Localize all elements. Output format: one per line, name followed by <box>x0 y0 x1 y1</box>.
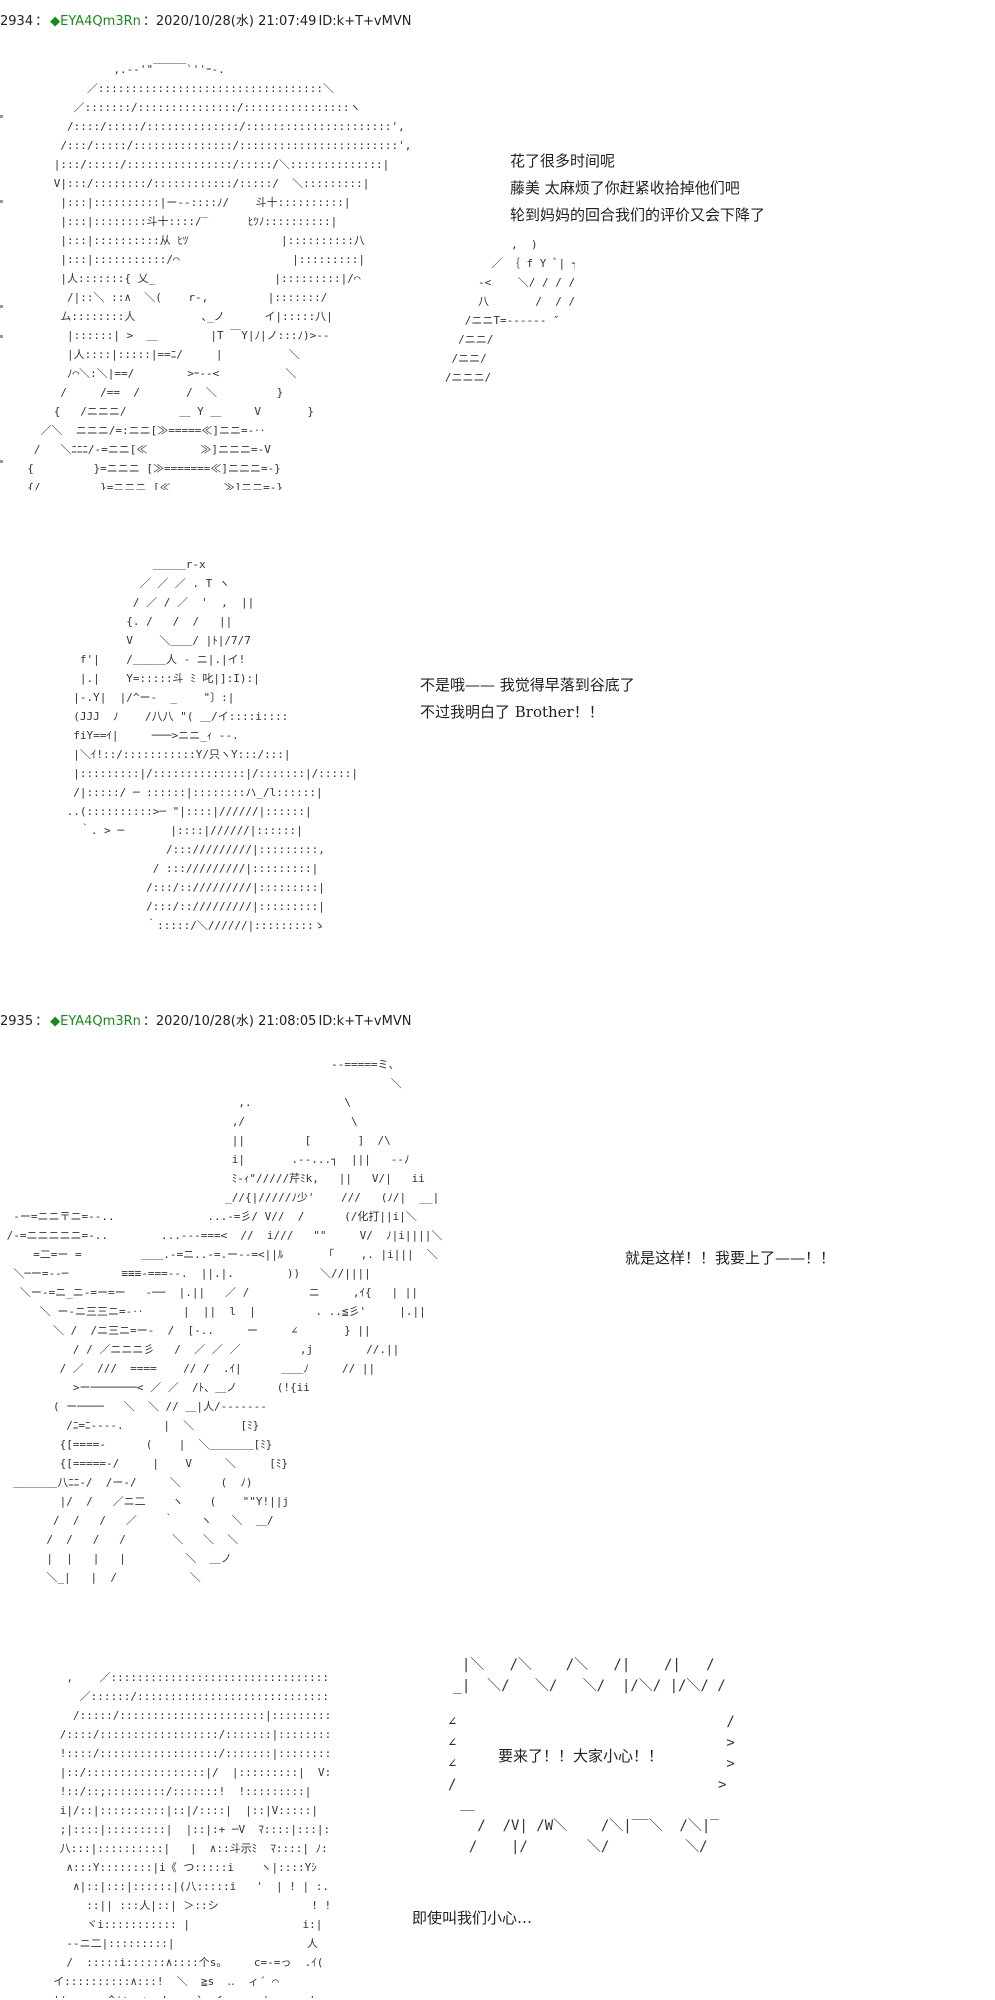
post-id: ID:k+T+vMVN <box>318 1014 412 1029</box>
dialogue-line: 藤美 太麻烦了你赶紧收拾掉他们吧 <box>510 179 740 197</box>
margin-mark <box>0 335 3 338</box>
separator: ： <box>35 14 49 29</box>
dialogue-line: 轮到妈妈的回合我们的评价又会下降了 <box>510 206 766 224</box>
shout-bubble-right-edge: / > > > <box>718 1714 735 1793</box>
dialogue-line: 不过我明白了 Brother！！ <box>420 703 604 721</box>
tripcode: ◆EYA4Qm3Rn <box>50 1014 141 1029</box>
post-number: 2935 <box>0 1014 34 1029</box>
dialogue-line: 即使叫我们小心… <box>412 1909 533 1927</box>
dialogue-line: 花了很多时间呢 <box>510 152 616 170</box>
ascii-art-character-2: ＿＿＿r‐x ／ ／ ／ . T ヽ / ／ / ／ ' , || {. / /… <box>66 558 359 932</box>
dialogue-line: 不是哦—— 我觉得早落到谷底了 <box>420 676 635 694</box>
ascii-art-character-3: , ／:::::::::::::::::::::::::::::::::::::… <box>53 1671 330 1998</box>
post-date: ：2020/10/28(水) 21:07:49 <box>142 14 317 29</box>
margin-mark <box>0 115 3 118</box>
dialogue-block-3: 就是这样！！我要上了——！！ <box>625 1245 835 1272</box>
margin-mark <box>0 460 3 463</box>
tripcode: ◆EYA4Qm3Rn <box>50 14 141 29</box>
post-number: 2934 <box>0 14 34 29</box>
shout-bubble-top-edge: |＼ /＼ /＼ /| /| / _| ＼/ ＼/ ＼/ |/＼/ |/＼/ / <box>453 1657 726 1694</box>
shout-bubble-bottom-edge: ＿ / /V| /W＼ /＼|‾‾＼ /＼|‾ / |/ ＼/ ＼/ <box>460 1797 719 1855</box>
shout-bubble-left-edge: ∠ ∠ ∠ / <box>448 1714 457 1793</box>
dialogue-line: 就是这样！！我要上了——！！ <box>625 1249 836 1267</box>
dialogue-block-2: 不是哦—— 我觉得早落到谷底了 不过我明白了 Brother！！ <box>420 672 635 726</box>
shout-bubble-text: 要来了！！大家小心！！ <box>498 1747 664 1765</box>
margin-mark <box>0 305 3 308</box>
ascii-art-action-pose: -‐=====ミ、 ＼ ,. \ ,/ \ <box>6 1058 443 1584</box>
dialogue-block-4: 即使叫我们小心… <box>412 1905 532 1932</box>
dialogue-block-1: 花了很多时间呢 藤美 太麻烦了你赶紧收拾掉他们吧 轮到妈妈的回合我们的评价又会下… <box>510 148 765 229</box>
post-id: ID:k+T+vMVN <box>318 14 412 29</box>
ascii-art-character-1: ,.-‐'"￣￣￣`''ｰ-. ／:::::::::::::::::::::::… <box>27 63 412 490</box>
ascii-art-raised-hand: , ) ／ ｛ f Y ﾞ| ┐┐ -< ＼/ / / / 八 / / / /ニ… <box>444 238 575 384</box>
margin-mark <box>0 200 3 203</box>
post-date: ：2020/10/28(水) 21:08:05 <box>142 1014 317 1029</box>
separator: ： <box>35 1014 49 1029</box>
